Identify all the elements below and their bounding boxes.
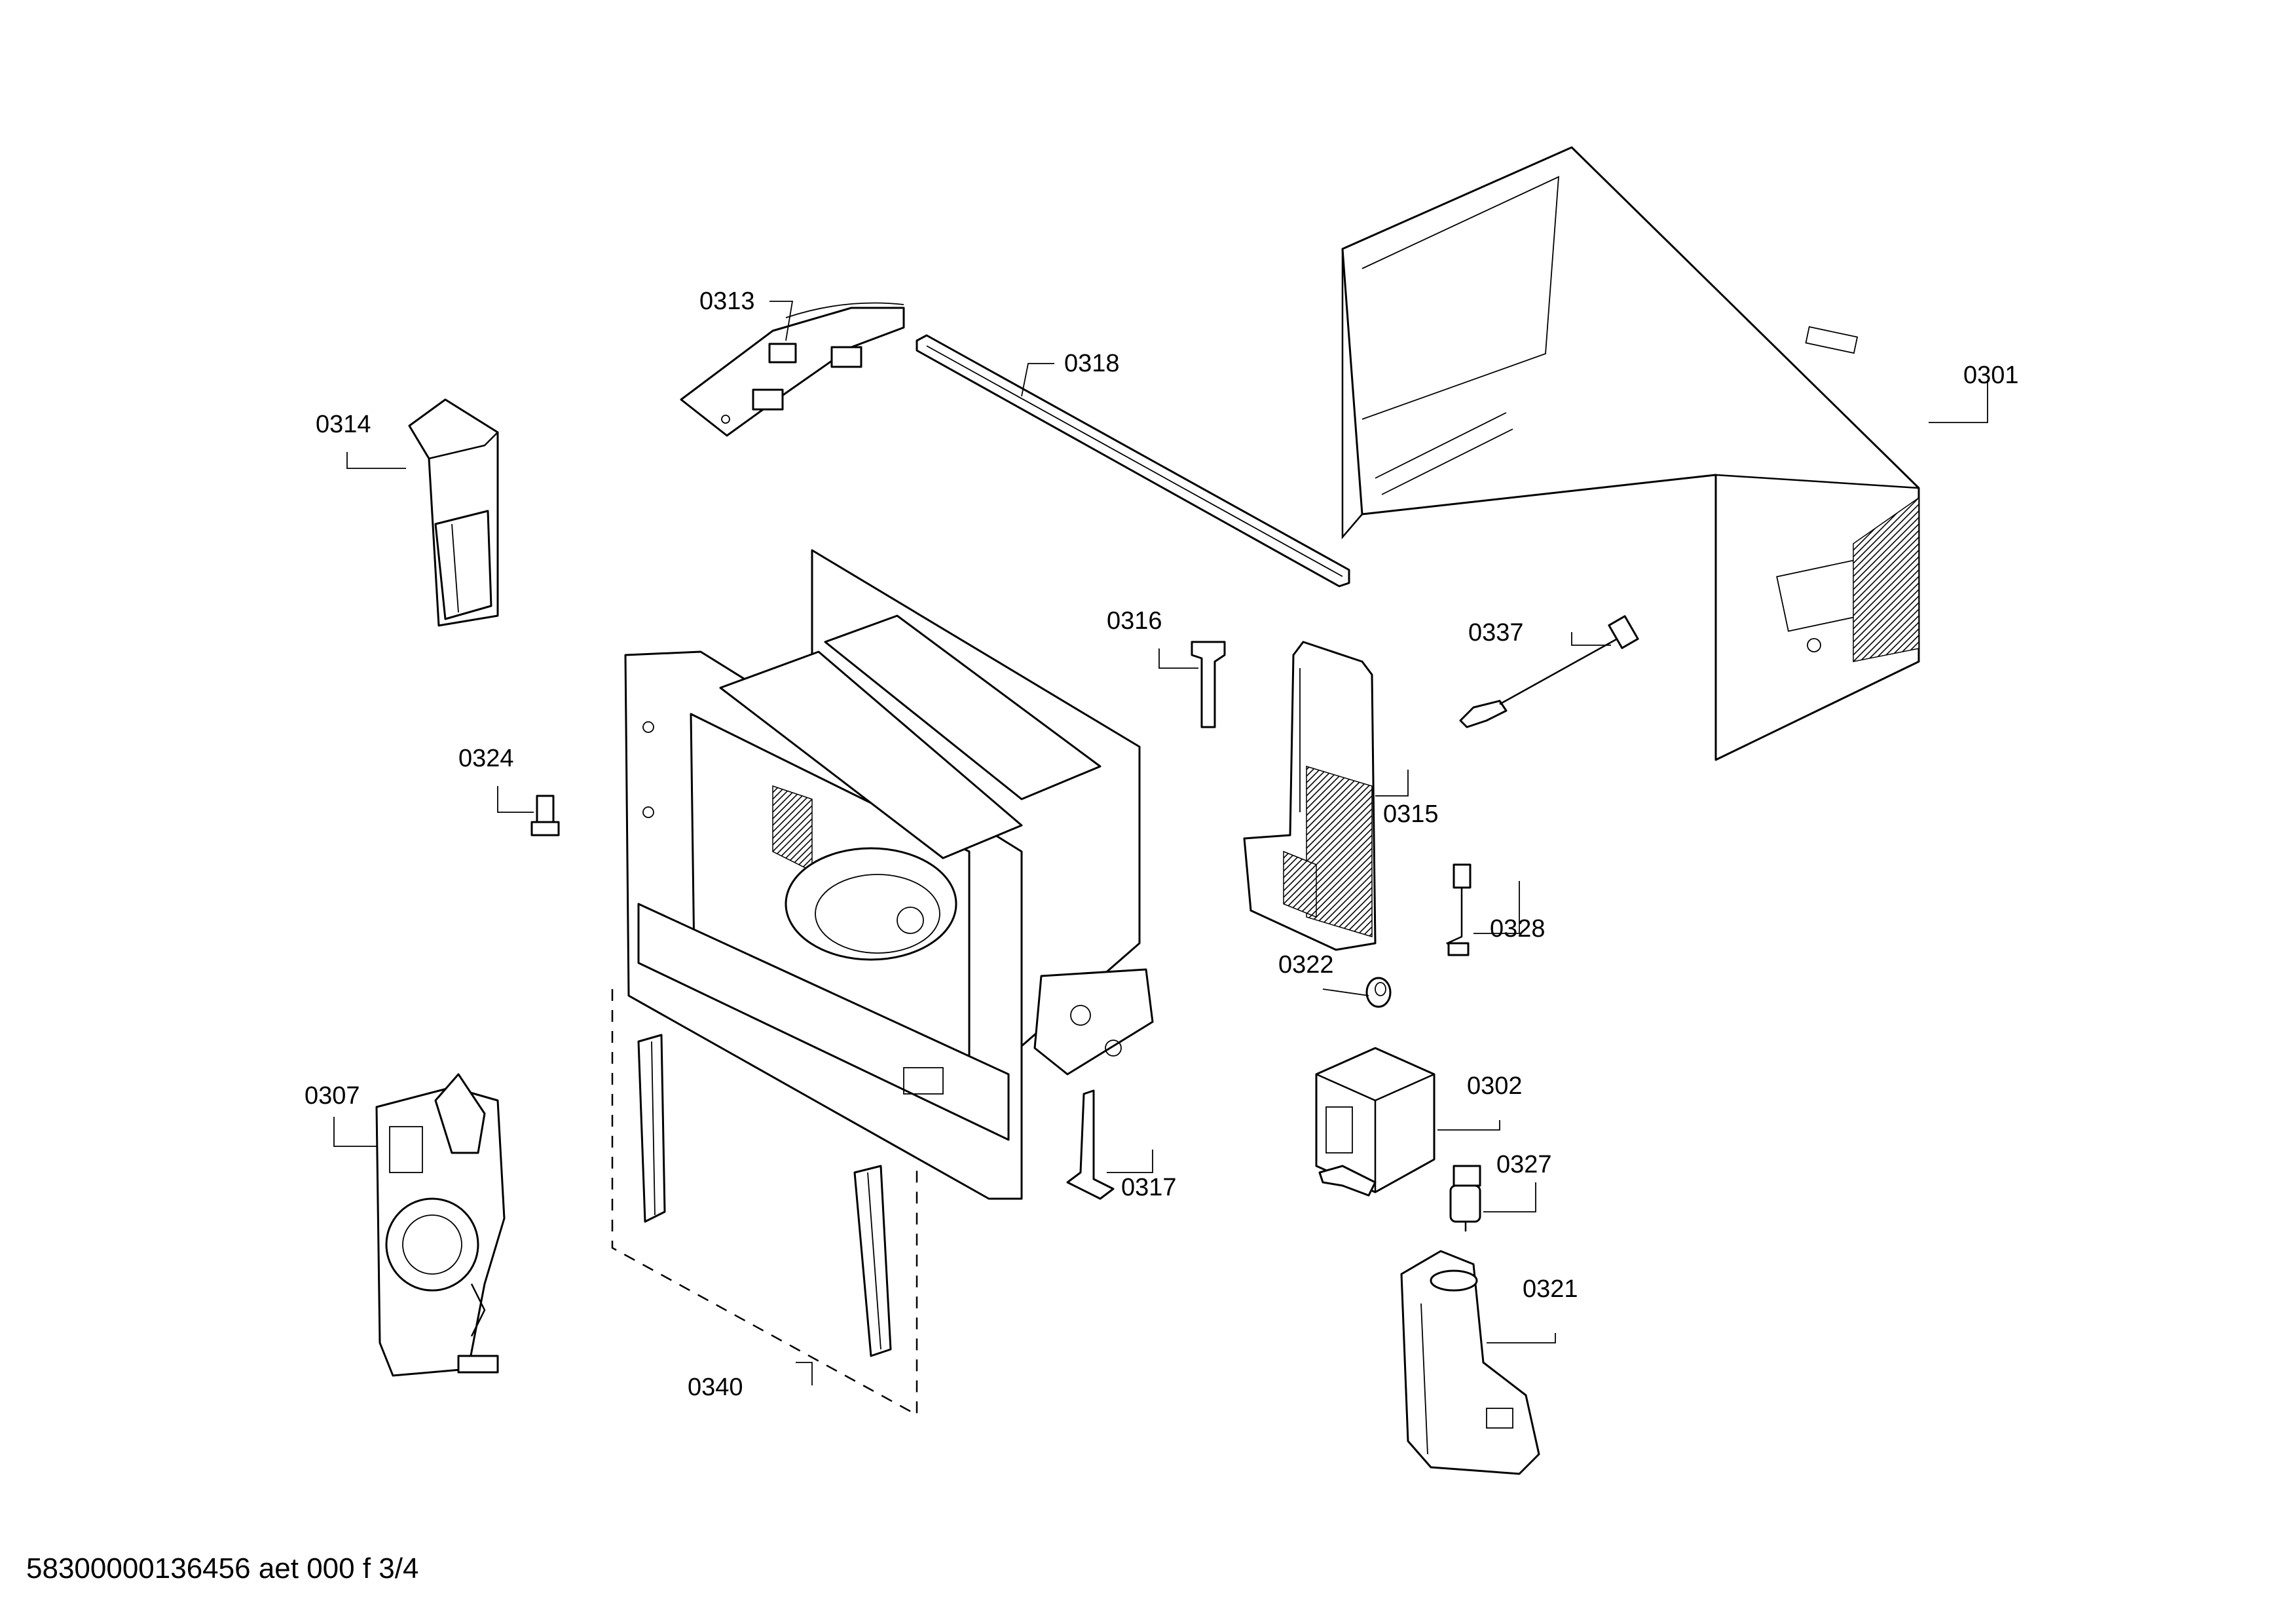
part-0328-sensor — [1445, 863, 1472, 956]
label-0302: 0302 — [1467, 1072, 1523, 1100]
part-0322-knob — [1365, 977, 1392, 1008]
label-0324: 0324 — [458, 745, 514, 772]
part-labels: 0313 0318 0301 0314 0316 0337 0324 0315 … — [305, 288, 2019, 1401]
part-0307-door-lock — [375, 1073, 506, 1377]
label-0328: 0328 — [1490, 915, 1546, 943]
part-0327-capacitor — [1449, 1165, 1481, 1231]
part-0314-duct — [408, 398, 499, 627]
leader-lines — [333, 301, 1988, 1385]
part-0318-rail — [916, 334, 1350, 588]
part-0302-transformer — [1315, 1047, 1435, 1197]
label-0313: 0313 — [699, 288, 755, 315]
label-0337: 0337 — [1468, 619, 1524, 647]
label-0340: 0340 — [688, 1374, 743, 1401]
part-0324-pin — [530, 795, 560, 836]
label-0307: 0307 — [305, 1082, 360, 1110]
part-0317-l-bracket — [1066, 1089, 1115, 1200]
label-0314: 0314 — [316, 411, 371, 438]
label-0322: 0322 — [1278, 951, 1334, 979]
label-0301: 0301 — [1963, 362, 2019, 389]
label-0321: 0321 — [1523, 1275, 1578, 1303]
label-0315: 0315 — [1383, 800, 1439, 828]
part-0315-back-panel — [1243, 641, 1377, 951]
part-0337-power-cord — [1459, 615, 1639, 728]
main-cavity-assembly — [624, 549, 1154, 1200]
part-0313-top-bracket — [680, 302, 905, 437]
label-0318: 0318 — [1064, 350, 1120, 377]
document-id: 58300000136456 aet 000 f 3/4 — [26, 1552, 419, 1585]
label-0316: 0316 — [1107, 607, 1162, 635]
part-0316-small-bracket — [1191, 641, 1226, 728]
label-0317: 0317 — [1121, 1174, 1177, 1201]
part-0321-cover-housing — [1400, 1250, 1540, 1475]
part-0340-door-seal-set — [611, 989, 918, 1417]
part-0301-outer-casing — [1341, 146, 1920, 761]
label-0327: 0327 — [1496, 1151, 1552, 1178]
